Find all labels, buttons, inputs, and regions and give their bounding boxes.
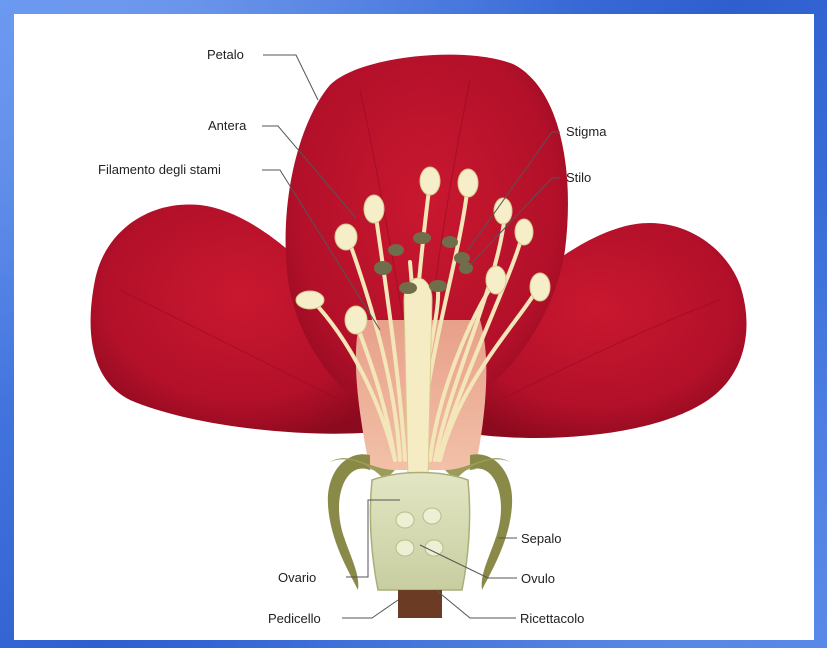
label-antera: Antera [208, 118, 247, 133]
sepal-right [470, 454, 512, 590]
label-ovario: Ovario [278, 570, 316, 585]
pedicel [398, 590, 442, 618]
label-ovulo: Ovulo [521, 571, 555, 586]
style [404, 278, 432, 480]
label-petalo: Petalo [207, 47, 244, 62]
label-sepalo: Sepalo [521, 531, 561, 546]
label-stilo: Stilo [566, 170, 591, 185]
sepal-left [328, 454, 370, 590]
ovary [370, 473, 469, 591]
label-filamento: Filamento degli stami [98, 162, 221, 177]
label-stigma: Stigma [566, 124, 607, 139]
label-ricettacolo: Ricettacolo [520, 611, 584, 626]
label-pedicello: Pedicello [268, 611, 321, 626]
